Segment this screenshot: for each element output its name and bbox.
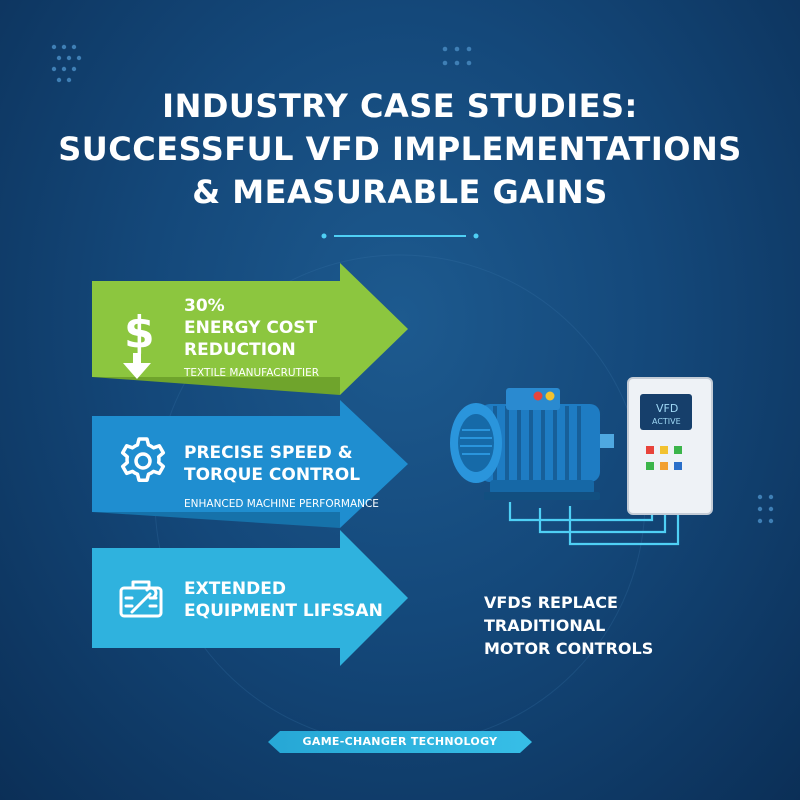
title-line-1: INDUSTRY CASE STUDIES:: [162, 87, 638, 125]
case-card-equipment-lifespan: EXTENDED EQUIPMENT LIFSSAN: [92, 530, 408, 680]
card-2-heading-line-2: TORQUE CONTROL: [184, 465, 361, 485]
card-1-heading-line-2: ENERGY COST: [184, 318, 318, 338]
card-1-heading-line-1: 30%: [184, 296, 225, 316]
card-1-heading-line-3: REDUCTION: [184, 340, 296, 360]
title-divider: [321, 233, 479, 239]
caption-line-2: TRADITIONAL: [484, 616, 606, 635]
electric-motor-with-vfd-panel-icon: VFD ACTIVE: [450, 377, 713, 546]
card-1-heading: 30% ENERGY COST REDUCTION: [184, 295, 317, 361]
page-title: INDUSTRY CASE STUDIES: SUCCESSFUL VFD IM…: [40, 85, 760, 214]
vfd-caption: VFDS REPLACE TRADITIONAL MOTOR CONTROLS: [484, 591, 653, 660]
cyan-arrow-shape: [92, 530, 408, 666]
game-changer-badge: GAME-CHANGER TECHNOLOGY: [280, 731, 520, 753]
title-line-2: SUCCESSFUL VFD IMPLEMENTATIONS: [58, 130, 742, 168]
case-card-energy-cost: $ 30% ENERGY COST REDUCTION TEXTILE MANU…: [92, 263, 408, 413]
badge-left-tip: [268, 731, 280, 753]
card-2-subtext: ENHANCED MACHINE PERFORMANCE: [184, 498, 379, 510]
blue-arrow-shape: [92, 400, 408, 528]
card-3-heading-line-1: EXTENDED: [184, 579, 286, 599]
decorative-dots-right: [757, 494, 774, 524]
caption-line-1: VFDS REPLACE: [484, 593, 618, 612]
wrench-toolbox-icon: [119, 580, 163, 618]
card-2-heading: PRECISE SPEED & TORQUE CONTROL: [184, 442, 360, 486]
title-line-3: & MEASURABLE GAINS: [192, 173, 608, 211]
vfd-screen-line-2: ACTIVE: [652, 417, 681, 426]
svg-text:$: $: [124, 307, 155, 358]
decorative-dots-top-left: [51, 44, 82, 83]
card-1-subtext: TEXTILE MANUFACRUTIER: [184, 367, 319, 379]
gear-icon: [120, 437, 166, 482]
card-3-heading: EXTENDED EQUIPMENT LIFSSAN: [184, 578, 383, 622]
decorative-dots-top-right: [442, 46, 472, 66]
card-2-heading-line-1: PRECISE SPEED &: [184, 443, 353, 463]
card-3-heading-line-2: EQUIPMENT LIFSSAN: [184, 601, 383, 621]
green-arrow-shape: [92, 263, 408, 395]
caption-line-3: MOTOR CONTROLS: [484, 639, 654, 658]
badge-right-tip: [520, 731, 532, 753]
vfd-screen-line-1: VFD: [656, 402, 678, 415]
case-card-speed-control: PRECISE SPEED & TORQUE CONTROL ENHANCED …: [92, 400, 408, 550]
dollar-down-arrow-icon: $: [123, 307, 155, 379]
